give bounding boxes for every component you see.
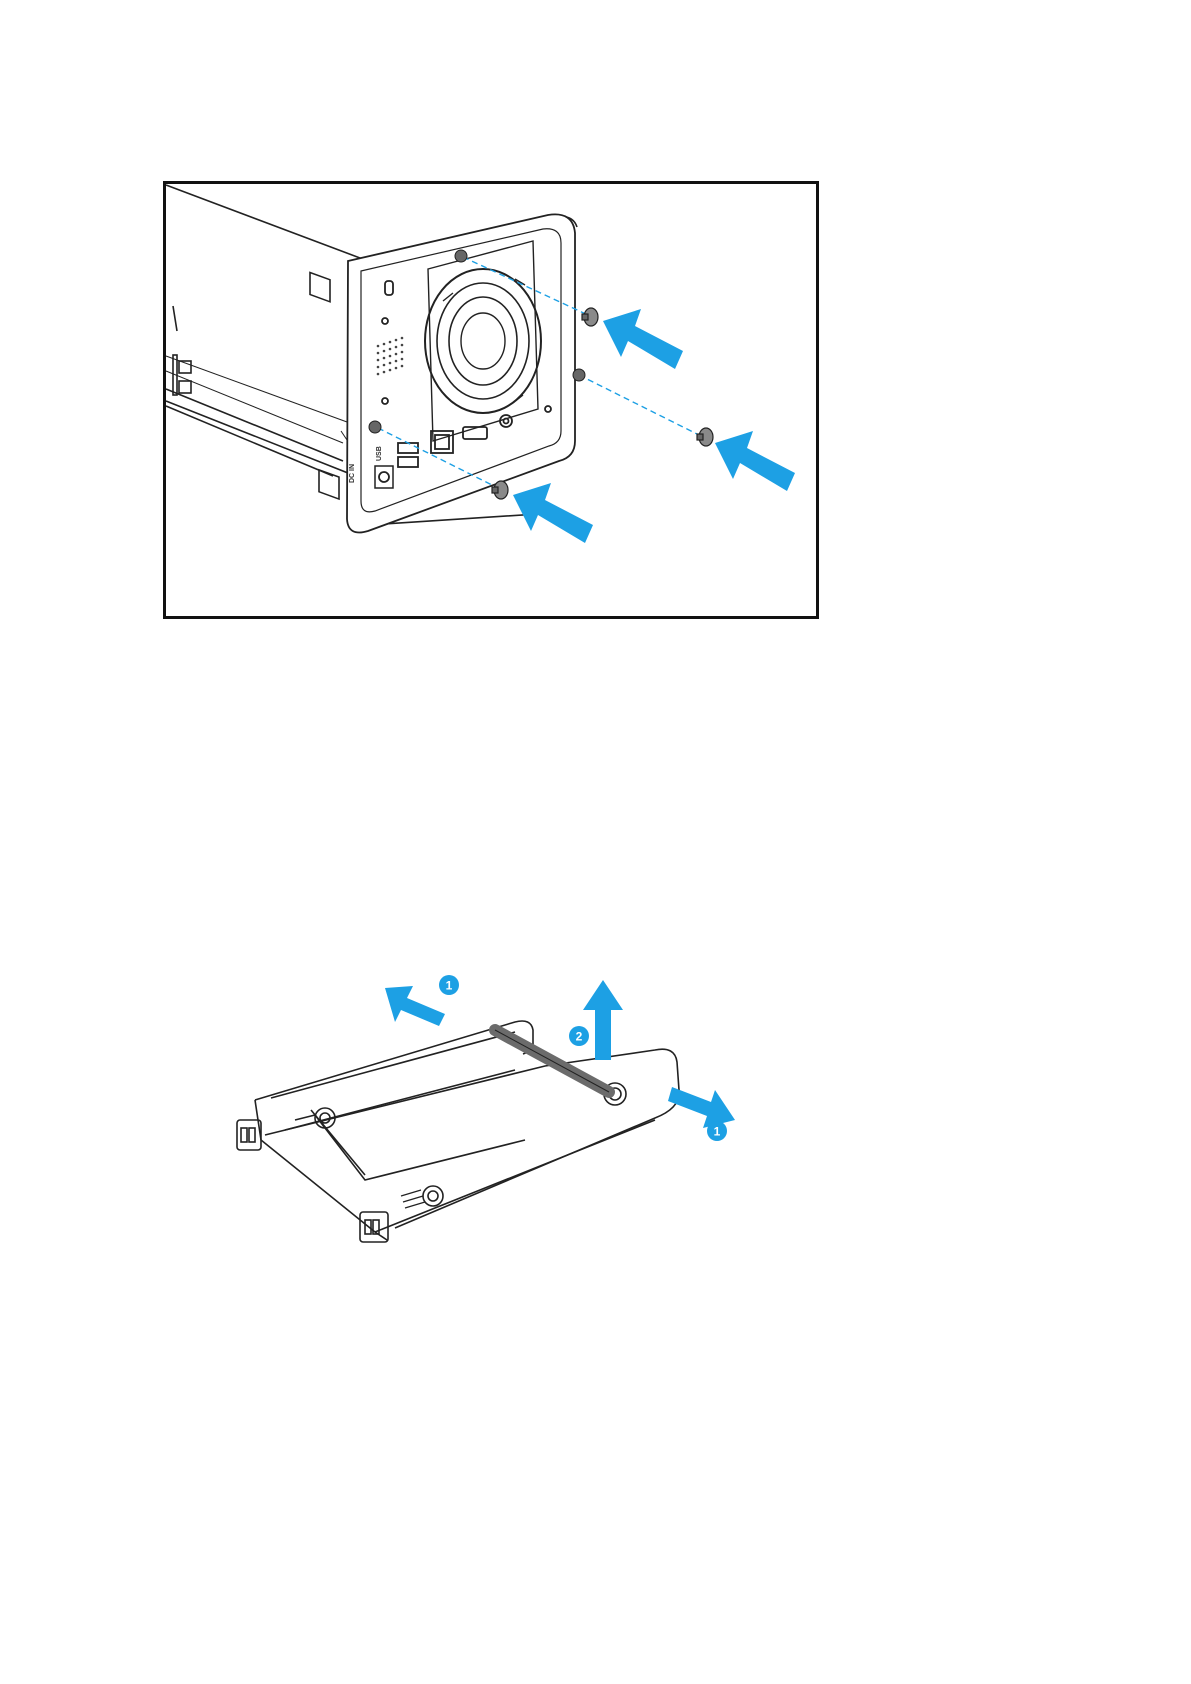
- rear-fan-screws-illustration: DC IN USB: [163, 181, 819, 619]
- drive-tray-svg: 1 2 1: [225, 970, 785, 1280]
- usb-label: USB: [376, 446, 383, 461]
- svg-text:1: 1: [446, 979, 453, 993]
- step-badge-1-top: 1: [439, 975, 459, 995]
- arrow-down-right-icon: [668, 1087, 735, 1128]
- step-arrows: [385, 980, 735, 1128]
- nas-rear-svg: DC IN USB: [163, 181, 819, 619]
- step-badge-1-right: 1: [707, 1121, 727, 1141]
- dc-in-label: DC IN: [349, 464, 356, 483]
- svg-text:1: 1: [714, 1125, 721, 1139]
- arrow-up-icon: [583, 980, 623, 1060]
- step-badge-2: 2: [569, 1026, 589, 1046]
- arrow-up-left-icon: [385, 986, 445, 1026]
- drive-tray: [237, 1021, 679, 1242]
- svg-text:2: 2: [576, 1030, 583, 1044]
- drive-tray-release-illustration: 1 2 1: [225, 970, 785, 1280]
